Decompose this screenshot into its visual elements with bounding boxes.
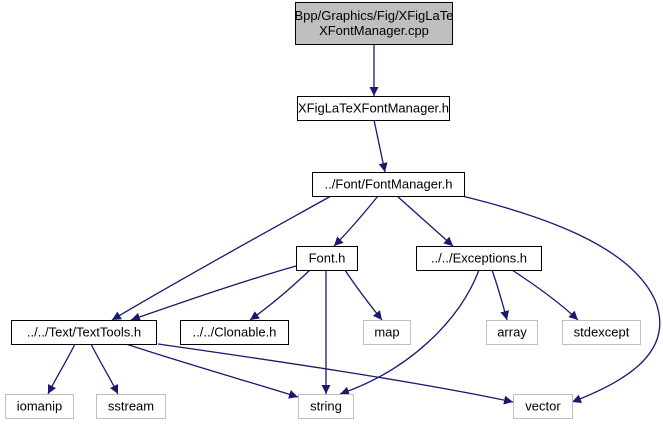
edge-fontmgr-to-exceptions [396, 195, 454, 247]
node-label: array [497, 325, 527, 340]
node-label: Bpp/Graphics/Fig/XFigLaTe [295, 8, 454, 23]
node-label: map [374, 325, 399, 340]
node-font[interactable]: Font.h [296, 246, 358, 271]
edge-exceptions-to-array [491, 269, 510, 321]
node-fontmgr[interactable]: ../Font/FontManager.h [312, 172, 465, 197]
edge-texttools-to-vector [157, 343, 514, 405]
node-stdexcept: stdexcept [562, 320, 641, 345]
node-box [295, 2, 453, 45]
node-label: ../Font/FontManager.h [325, 177, 453, 192]
edge-texttools-to-iomanip [47, 343, 76, 395]
node-label: stdexcept [574, 325, 630, 340]
edges-layer [47, 44, 661, 405]
node-box [363, 320, 411, 345]
node-box [297, 96, 450, 121]
edge-font-to-texttools [130, 265, 297, 322]
node-box [298, 394, 354, 419]
edge-exceptions-to-string [339, 269, 480, 396]
edge-font-to-clonable [249, 269, 311, 321]
node-string: string [298, 394, 354, 419]
node-label: XFontManager.cpp [319, 23, 429, 38]
node-sstream: sstream [96, 394, 166, 419]
edge-fontmgr-to-font [333, 195, 379, 247]
node-box [180, 320, 289, 345]
node-label: vector [525, 399, 561, 414]
node-box [296, 246, 358, 271]
node-iomanip: iomanip [5, 394, 74, 419]
node-label: ../../Exceptions.h [431, 251, 527, 266]
nodes-layer: Bpp/Graphics/Fig/XFigLaTeXFontManager.cp… [5, 2, 641, 419]
edge-font-to-map [344, 269, 383, 321]
node-array: array [486, 320, 538, 345]
node-label: ../../Text/TextTools.h [27, 325, 141, 340]
node-label: string [310, 399, 342, 414]
node-box [96, 394, 166, 419]
edge-fontmgr-to-vector [461, 195, 661, 404]
edge-fontmgr-to-texttools [111, 195, 332, 321]
node-box [5, 394, 74, 419]
edge-texttools-to-string [125, 343, 299, 399]
node-label: sstream [108, 399, 154, 414]
node-cpp[interactable]: Bpp/Graphics/Fig/XFigLaTeXFontManager.cp… [295, 2, 454, 45]
node-box [513, 394, 573, 419]
edge-xfig_h-to-fontmgr [373, 119, 388, 173]
node-label: iomanip [17, 399, 63, 414]
node-label: ../../Clonable.h [193, 325, 277, 340]
node-label: Font.h [309, 251, 346, 266]
node-box [562, 320, 641, 345]
node-box [312, 172, 465, 197]
node-clonable[interactable]: ../../Clonable.h [180, 320, 289, 345]
node-label: XFigLaTeXFontManager.h [298, 101, 449, 116]
node-map: map [363, 320, 411, 345]
node-texttools[interactable]: ../../Text/TextTools.h [11, 320, 157, 345]
node-xfig_h[interactable]: XFigLaTeXFontManager.h [297, 96, 450, 121]
node-box [486, 320, 538, 345]
edge-texttools-to-sstream [90, 343, 119, 395]
node-box [11, 320, 157, 345]
node-vector: vector [513, 394, 573, 419]
node-exceptions[interactable]: ../../Exceptions.h [416, 246, 542, 271]
edge-exceptions-to-stdexcept [511, 269, 579, 321]
node-box [416, 246, 542, 271]
